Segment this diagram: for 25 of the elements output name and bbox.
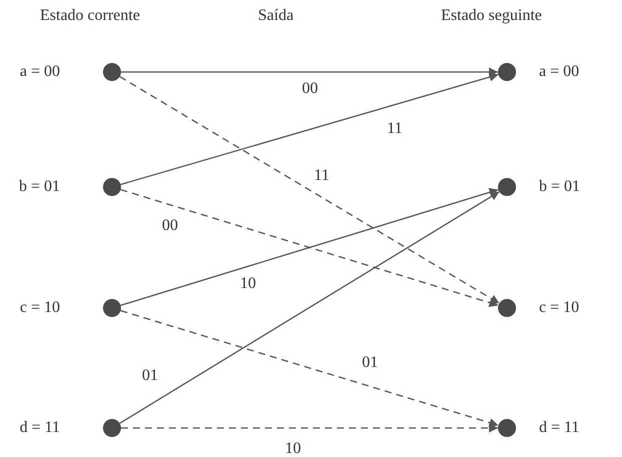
column-heading: Saída (258, 8, 294, 24)
arrow (119, 76, 500, 304)
state-dot (103, 63, 121, 81)
state-label: c = 10 (539, 300, 580, 316)
column-heading: Estado corrente (40, 8, 140, 24)
state-dot (103, 178, 121, 196)
arrow (119, 191, 500, 424)
state-label: a = 00 (20, 64, 60, 80)
state-label: a = 00 (539, 64, 580, 80)
state-dot (103, 419, 121, 437)
arrow (121, 68, 498, 76)
state-dot (498, 419, 516, 437)
state-label: d = 11 (539, 420, 580, 436)
state-dot (498, 299, 516, 317)
state-dot (498, 178, 516, 196)
column-heading: Estado seguinte (441, 8, 542, 24)
state-label: c = 10 (20, 300, 60, 316)
state-label: d = 11 (20, 420, 60, 436)
arrow (120, 72, 499, 186)
state-label: b = 01 (18, 179, 60, 195)
arrow (121, 424, 498, 432)
arrow (120, 310, 499, 428)
state-dot (103, 299, 121, 317)
state-label: b = 01 (539, 179, 580, 195)
state-dot (498, 63, 516, 81)
